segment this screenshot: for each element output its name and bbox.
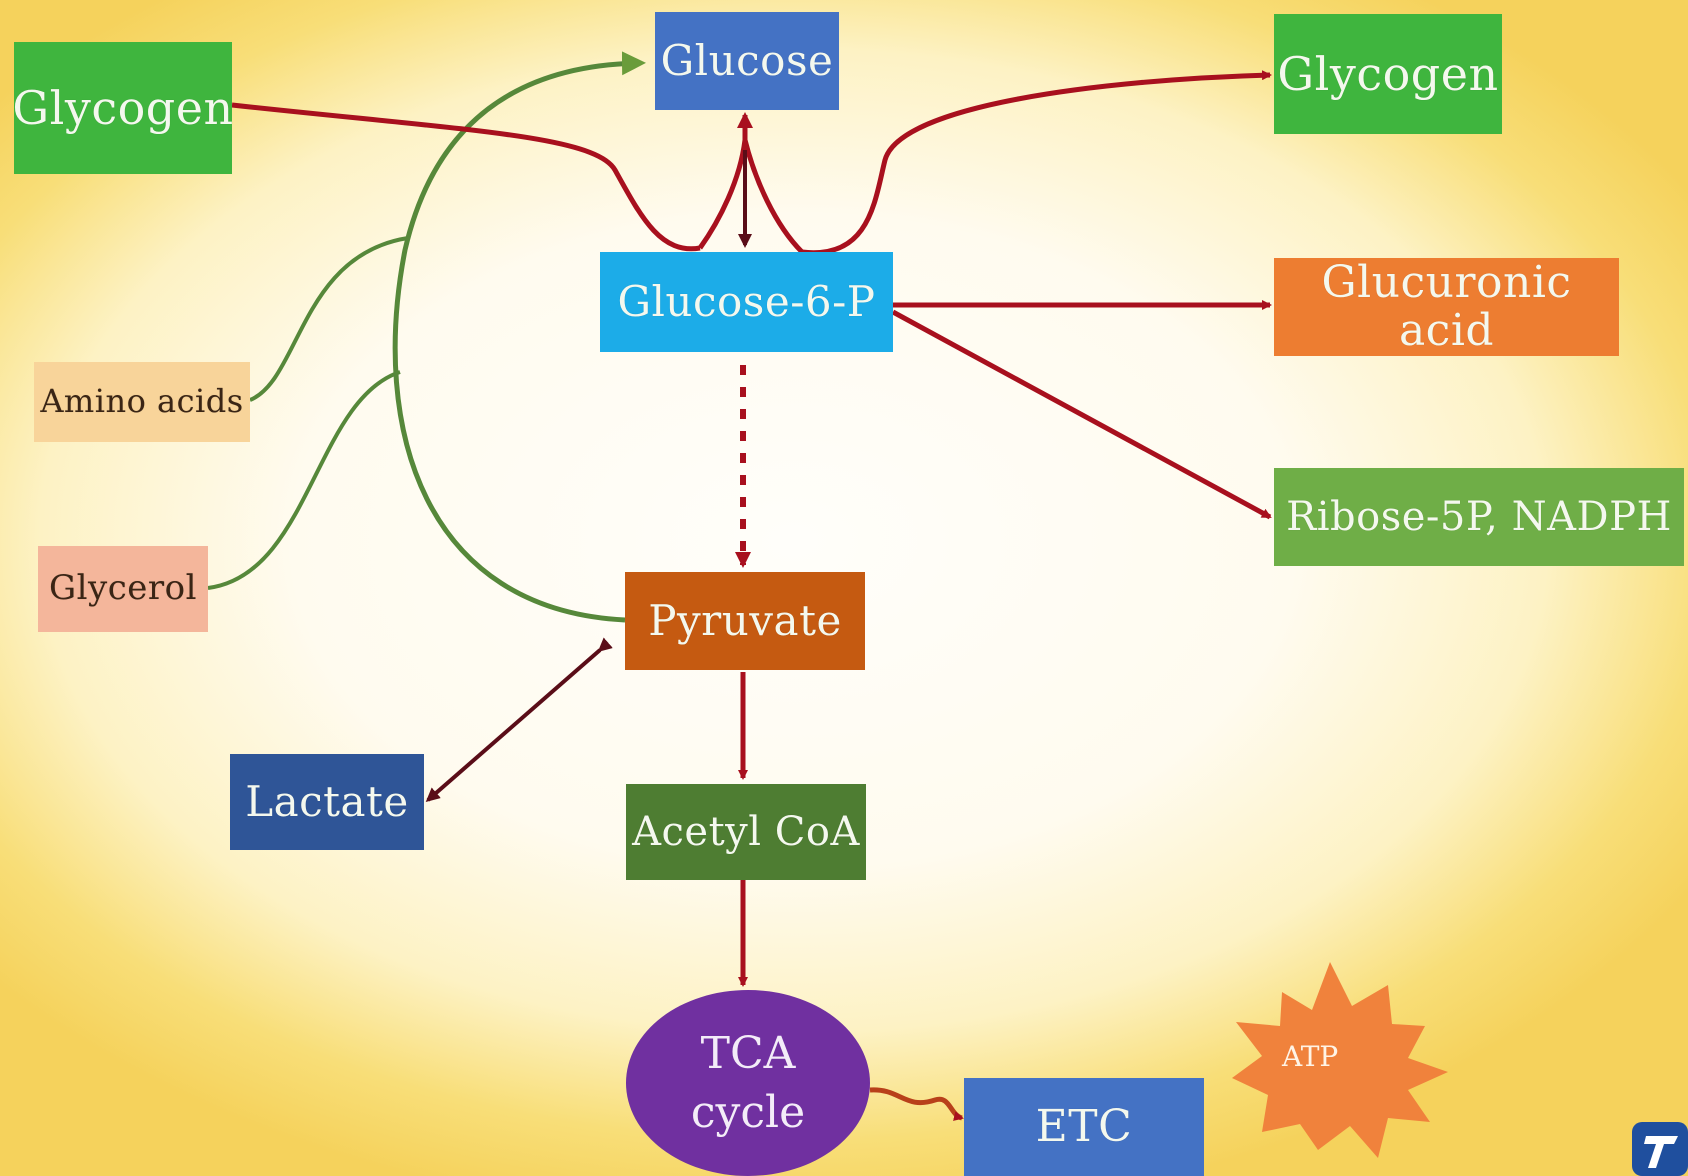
node-lactate: Lactate <box>230 754 424 850</box>
node-pyruvate-label: Pyruvate <box>648 595 842 645</box>
loop-glucose-right <box>742 139 804 254</box>
connector-amino-acids <box>249 236 409 402</box>
node-lactate-label: Lactate <box>245 776 409 826</box>
node-etc-label: ETC <box>1035 1100 1133 1152</box>
arrow-pyruvate-lactate <box>425 637 613 802</box>
node-glycerol-label: Glycerol <box>48 568 197 609</box>
arrow-g6p-to-ribose <box>891 309 1272 520</box>
loop-glucose-left <box>697 139 748 250</box>
node-amino-acids-label: Amino acids <box>40 382 244 421</box>
node-ribose-nadph-label: Ribose-5P, NADPH <box>1286 494 1672 540</box>
connector-glycerol <box>207 370 401 590</box>
node-acetyl-coa-label: Acetyl CoA <box>632 809 860 855</box>
node-etc: ETC <box>964 1078 1204 1176</box>
node-tca-line1: TCA <box>700 1027 796 1079</box>
node-glycogen-product: Glycogen <box>1274 14 1502 134</box>
node-acetyl-coa: Acetyl CoA <box>626 784 866 880</box>
arrow-g6p-to-glycogen <box>801 70 1272 256</box>
arrow-tca-to-etc <box>869 1087 964 1121</box>
node-glucuronic-acid: Glucuronic acid <box>1274 258 1619 356</box>
node-pyruvate: Pyruvate <box>625 572 865 670</box>
node-amino-acids: Amino acids <box>34 362 250 442</box>
node-glucose-6-p-label: Glucose-6-P <box>617 276 876 326</box>
logo-icon <box>1632 1122 1688 1176</box>
atp-label: ATP <box>1282 1040 1339 1073</box>
node-glycerol: Glycerol <box>38 546 208 632</box>
node-glucose-6-p: Glucose-6-P <box>600 252 893 352</box>
node-tca-line2: cycle <box>690 1087 806 1138</box>
node-glycogen-source-label: Glycogen <box>12 80 234 135</box>
node-glucose: Glucose <box>655 12 839 110</box>
node-tca-cycle: TCA cycle <box>626 990 870 1176</box>
node-ribose-nadph: Ribose-5P, NADPH <box>1274 468 1684 566</box>
atp-starburst <box>1232 962 1448 1158</box>
node-glycogen-product-label: Glycogen <box>1277 46 1499 101</box>
node-glycogen-source: Glycogen <box>12 42 234 174</box>
arrow-glycogen-to-g6p <box>231 102 701 252</box>
node-glucose-label: Glucose <box>660 35 834 85</box>
node-glucuronic-acid-label: Glucuronic acid <box>1321 256 1572 356</box>
arrow-pyruvate-to-glucose <box>392 51 646 623</box>
